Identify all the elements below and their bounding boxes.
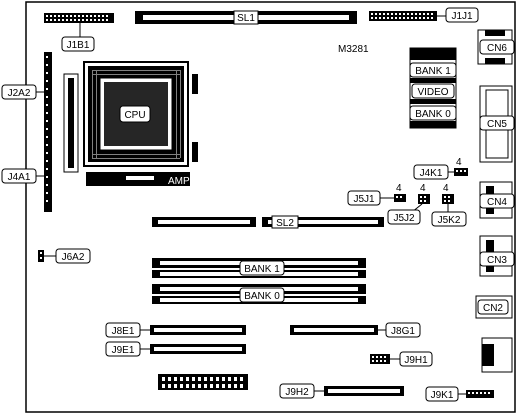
cn3-connector: CN3 xyxy=(479,235,515,277)
cn5-connector: CN5 xyxy=(479,85,515,163)
video-bank0-label: BANK 0 xyxy=(415,109,451,120)
simm-bank-1: BANK 1 xyxy=(152,258,366,278)
cn4-connector: CN4 xyxy=(479,181,515,219)
j5j2-label: J5J2 xyxy=(393,213,415,224)
simm-bank1-label: BANK 1 xyxy=(244,264,280,275)
j6a2-label: J6A2 xyxy=(62,252,85,263)
j5k2-jumper: 4 J5K2 xyxy=(431,183,467,227)
sl1-label: SL1 xyxy=(237,13,255,24)
j4a1-tag xyxy=(1,168,37,184)
j5j1-jumper: 4 J5J1 xyxy=(347,183,406,206)
video-bank1-label: BANK 1 xyxy=(415,66,451,77)
j9k1-label: J9K1 xyxy=(431,390,454,401)
j4k1-pin-label: 4 xyxy=(456,157,462,168)
j9e1-label: J9E1 xyxy=(112,345,135,356)
memory-video-block: BANK 1 VIDEO BANK 0 xyxy=(409,47,457,129)
j1b1-label: J1B1 xyxy=(67,40,90,51)
j9e1-header: J9E1 xyxy=(105,341,246,357)
j5j2-jumper: 4 J5J2 xyxy=(387,183,430,225)
sl2-slot: SL2 xyxy=(152,215,384,229)
j2a2-tag xyxy=(1,84,37,100)
j9h1-label: J9H1 xyxy=(404,355,428,366)
j8g1-label: J8G1 xyxy=(391,326,415,337)
j9h2-header: J9H2 xyxy=(279,383,404,399)
bottom-right-connector xyxy=(481,337,513,373)
j9h2-label: J9H2 xyxy=(285,387,309,398)
j9k1-header: J9K1 xyxy=(425,386,494,402)
sl1-slot: SL1 xyxy=(135,10,357,25)
board-id-label: M3281 xyxy=(338,44,369,55)
cn3-label: CN3 xyxy=(487,255,507,266)
cpu-label: CPU xyxy=(124,110,145,121)
cpu-socket: CPU AMP xyxy=(63,61,198,187)
j4k1-jumper: 4 J4K1 xyxy=(413,157,468,180)
video-label: VIDEO xyxy=(417,87,448,98)
j8e1-header: J8E1 xyxy=(105,322,246,338)
j4a1-label: J4A1 xyxy=(8,172,31,183)
j4k1-label: J4K1 xyxy=(420,168,443,179)
cn6-label: CN6 xyxy=(487,43,507,54)
cn6-connector: CN6 xyxy=(477,29,515,65)
j8g1-header: J8G1 xyxy=(290,322,421,338)
j8e1-label: J8E1 xyxy=(112,326,135,337)
j5j2-pin-label: 4 xyxy=(420,183,426,194)
j6a2-jumper: J6A2 xyxy=(38,248,91,264)
j5k2-label: J5K2 xyxy=(438,215,461,226)
j9h1-header: J9H1 xyxy=(370,351,433,367)
simm-bank-0: BANK 0 xyxy=(152,284,366,304)
cn5-label: CN5 xyxy=(487,119,507,130)
amp-label: AMP xyxy=(168,176,190,187)
j1j1-header: J1J1 xyxy=(369,7,479,23)
simm-bank0-label: BANK 0 xyxy=(244,291,280,302)
bottom-slot-connector xyxy=(158,374,248,390)
j5j1-pin-label: 4 xyxy=(396,183,402,194)
j2a2-label: J2A2 xyxy=(8,88,31,99)
cn2-label: CN2 xyxy=(483,303,503,314)
j5k2-pin-label: 4 xyxy=(443,183,449,194)
j5j1-label: J5J1 xyxy=(353,194,375,205)
sl2-label: SL2 xyxy=(276,218,294,229)
j1b1-header: J1B1 xyxy=(44,13,114,52)
j1j1-label: J1J1 xyxy=(451,11,473,22)
cn2-connector: CN2 xyxy=(475,295,513,319)
cn4-label: CN4 xyxy=(487,197,507,208)
